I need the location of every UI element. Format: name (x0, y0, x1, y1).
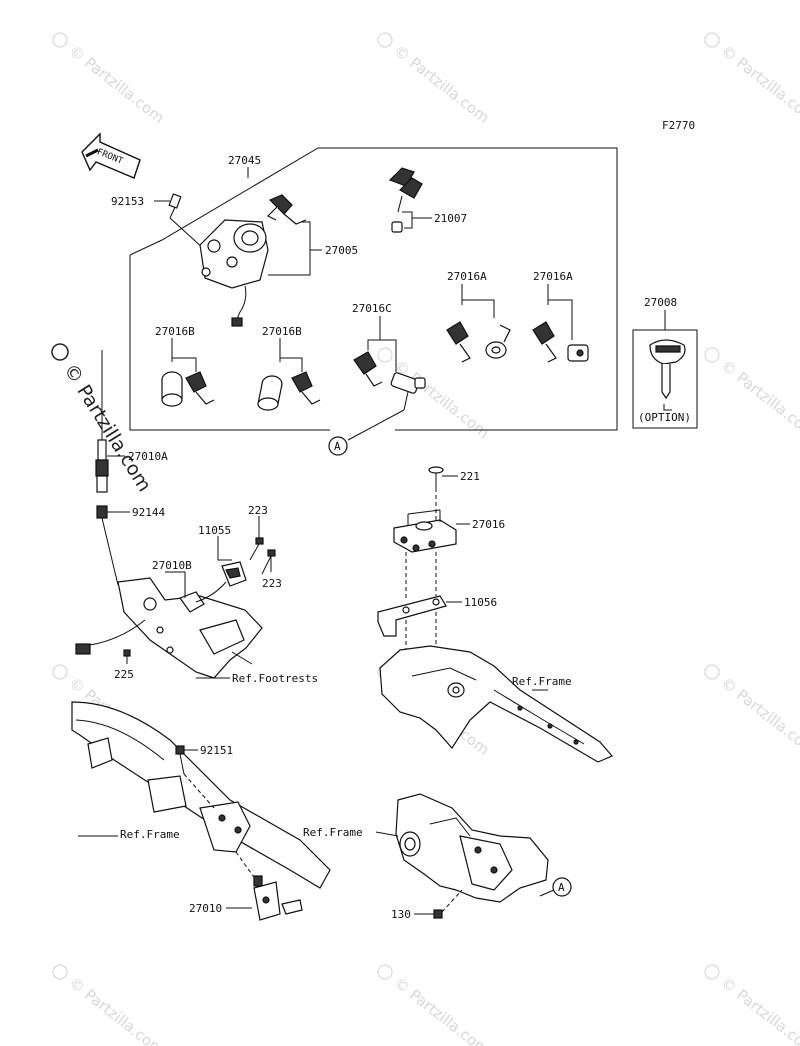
key-27016B-right (257, 371, 321, 411)
label-ref-frame-left: Ref.Frame (120, 828, 180, 841)
callout-a-bottom (552, 877, 572, 897)
label-27016C: 27016C (352, 302, 392, 315)
label-27016: 27016 (472, 518, 505, 531)
label-ref-frame-right: Ref.Frame (512, 675, 572, 688)
watermark-text: © Partzilla.com (390, 357, 492, 442)
label-225: 225 (114, 668, 134, 681)
label-130: 130 (391, 908, 411, 921)
label-27010A: 27010A (128, 450, 168, 463)
figure-code: F2770 (662, 119, 695, 132)
bolt-223-a (249, 537, 264, 561)
label-27008: 27008 (644, 296, 677, 309)
screw-92153 (168, 193, 182, 219)
key-27016A-right (532, 321, 589, 363)
label-ref-footrests: Ref.Footrests (232, 672, 318, 685)
watermark-text: © Partzilla.com (717, 974, 800, 1046)
watermark-text: © Partzilla.com (65, 42, 167, 127)
label-27010: 27010 (189, 902, 222, 915)
switch-27010A (95, 350, 109, 493)
label-92153: 92153 (111, 195, 144, 208)
label-92144: 92144 (132, 506, 165, 519)
watermark-text: © Partzilla.com (717, 674, 800, 759)
kit-27045-outline (129, 147, 618, 431)
label-27016A-left: 27016A (447, 270, 487, 283)
callout-a-bottom-letter: A (558, 881, 565, 894)
label-92151: 92151 (200, 744, 233, 757)
ignition-switch-27005 (199, 219, 269, 327)
bracket-11055 (221, 561, 247, 587)
frame-right (379, 645, 613, 763)
callout-a-top-letter: A (334, 440, 341, 453)
bolt-223-b (261, 549, 276, 575)
watermark-text: © Partzilla.com (717, 357, 800, 442)
key-27016A-left (446, 321, 511, 363)
watermark-text: © Partzilla.com (390, 42, 492, 127)
bolt-130 (433, 889, 463, 919)
label-27016B-left: 27016B (155, 325, 195, 338)
callout-a-top (328, 436, 348, 456)
label-27016A-right: 27016A (533, 270, 573, 283)
option-key-box (632, 329, 698, 429)
label-27010B: 27010B (152, 559, 192, 572)
key-27005 (266, 194, 307, 225)
frame-bottom (395, 793, 549, 903)
watermark-text: © Partzilla.com (390, 974, 492, 1046)
spring-92144 (96, 505, 119, 586)
key-21007 (388, 167, 423, 233)
label-11055: 11055 (198, 524, 231, 537)
label-27016B-right: 27016B (262, 325, 302, 338)
plate-11056 (377, 595, 447, 637)
option-label: (OPTION) (638, 411, 691, 424)
label-27005: 27005 (325, 244, 358, 257)
label-21007: 21007 (434, 212, 467, 225)
frame-left (71, 701, 331, 889)
key-27016B-left (161, 371, 215, 407)
switch-27010 (235, 851, 303, 921)
label-223-a: 223 (248, 504, 268, 517)
key-27008 (649, 339, 686, 411)
watermark-text: © Partzilla.com (717, 42, 800, 127)
switch-27010B (179, 581, 227, 613)
watermark-text: © Partzilla.com (65, 974, 167, 1046)
bolt-225 (123, 649, 131, 657)
screw-221 (428, 466, 444, 488)
key-27016C (353, 351, 426, 411)
label-11056: 11056 (464, 596, 497, 609)
label-27045: 27045 (228, 154, 261, 167)
front-arrow-icon: FRONT (81, 132, 141, 179)
footrest-bracket (75, 577, 263, 679)
lock-27016 (393, 509, 457, 553)
label-223-b: 223 (262, 577, 282, 590)
label-221: 221 (460, 470, 480, 483)
label-ref-frame-bottom: Ref.Frame (303, 826, 363, 839)
